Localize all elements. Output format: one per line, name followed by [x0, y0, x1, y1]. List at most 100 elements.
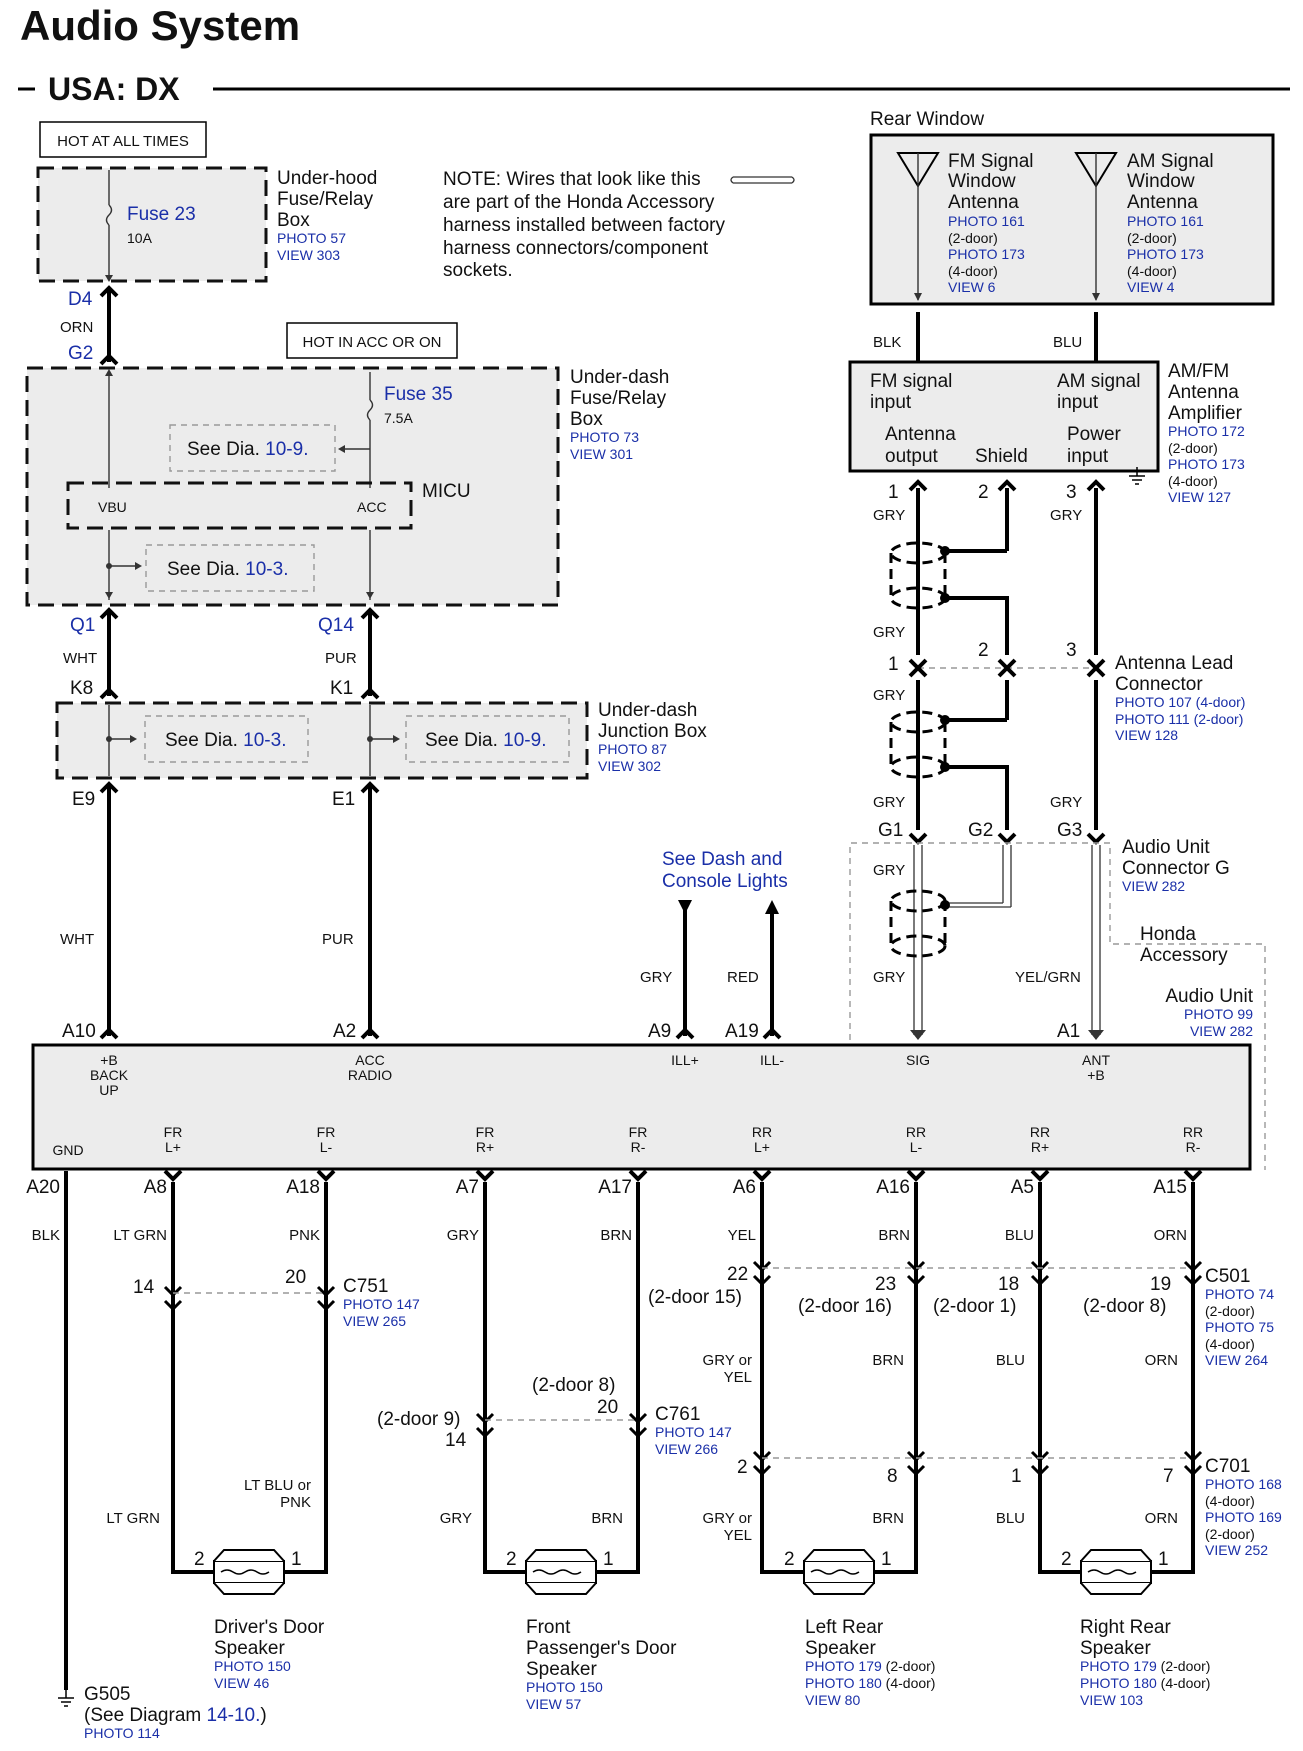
speaker-pin-2-0: 2 — [194, 1549, 205, 1570]
audio-pin-bottom-1: A8 — [144, 1177, 167, 1198]
junction-view: VIEW 302 — [598, 758, 661, 774]
hot-always-label: HOT AT ALL TIMES — [57, 133, 189, 150]
honda-acc-2: Accessory — [1140, 945, 1228, 966]
wire-red-ill: RED — [727, 969, 759, 986]
speaker-pin-2-2: 2 — [784, 1549, 795, 1570]
page-subtitle: USA: DX — [48, 71, 180, 107]
pin-a2: A2 — [333, 1021, 356, 1042]
driver-speaker-l1: Driver's Door — [214, 1617, 325, 1638]
hot-always-box — [39, 121, 207, 158]
connector-tab-3-0-0 — [1030, 1260, 1050, 1287]
wire-wht-1: WHT — [63, 650, 97, 667]
term-ant-1: ANT — [1082, 1052, 1110, 1068]
am-antenna-l1: AM Signal — [1127, 151, 1214, 172]
lead-name-1: Antenna Lead — [1115, 653, 1233, 674]
speaker-pin-2-3: 2 — [1061, 1549, 1072, 1570]
wire-brn-mid: BRN — [872, 1352, 904, 1369]
am-antenna-l2: Window — [1127, 171, 1195, 192]
amp-fm-2: input — [870, 392, 912, 413]
bottom-wire-color-2: PNK — [289, 1227, 320, 1244]
wire-blu-low: BLU — [996, 1510, 1025, 1527]
underdash-view: VIEW 301 — [570, 446, 633, 462]
c701-pin-1: 1 — [1011, 1466, 1022, 1487]
conn-g-name-1: Audio Unit — [1122, 837, 1210, 858]
c751-pin-20: 20 — [285, 1267, 306, 1288]
fm-antenna-l1: FM Signal — [948, 151, 1034, 172]
fuse-23-amp: 10A — [127, 230, 153, 246]
c761-pin-14: 14 — [445, 1430, 467, 1451]
audio-unit-view: VIEW 282 — [1190, 1023, 1253, 1039]
note-line-4: harness connectors/component — [443, 238, 709, 259]
fm-antenna-p2: PHOTO 173 — [948, 246, 1025, 262]
audio-term-4-bottom: L+ — [754, 1139, 770, 1155]
audio-term-3-bottom: R- — [631, 1139, 646, 1155]
note-line-5: sockets. — [443, 260, 513, 281]
dash-lights-link-2[interactable]: Console Lights — [662, 871, 788, 892]
wire-gry-g1: GRY — [873, 794, 905, 811]
pin-a1: A1 — [1057, 1021, 1080, 1042]
hot-acc-box — [286, 322, 458, 359]
amp-power-2: input — [1067, 446, 1109, 467]
c751-view: VIEW 265 — [343, 1313, 406, 1329]
am-antenna-p2: PHOTO 173 — [1127, 246, 1204, 262]
term-sig: SIG — [906, 1052, 930, 1068]
wire-gry-sig: GRY — [873, 969, 905, 986]
c501-note-1: (2-door 1) — [933, 1296, 1016, 1317]
wire-ltblu-or: LT BLU or — [244, 1477, 311, 1494]
see-dia-10-3-lower: See Dia. 10-3. — [165, 730, 286, 751]
term-ant-2: +B — [1087, 1067, 1105, 1083]
fm-antenna-icon — [896, 152, 940, 301]
audio-unit-label: Audio Unit — [1165, 986, 1253, 1007]
c501-photo-2n: (4-door) — [1205, 1336, 1255, 1352]
speaker-wire-0-1 — [284, 1182, 328, 1574]
underdash-label-3: Box — [570, 409, 603, 430]
junction-label-2: Junction Box — [598, 721, 707, 742]
audio-pin-bottom-4: A17 — [598, 1177, 632, 1198]
wire-gry-or-1a: GRY or — [703, 1352, 752, 1369]
c751-pin-14: 14 — [133, 1277, 155, 1298]
am-antenna-view: VIEW 4 — [1127, 279, 1175, 295]
amp-name-1: AM/FM — [1168, 361, 1229, 382]
audio-pin-bottom-6: A16 — [876, 1177, 910, 1198]
speaker-icon-2 — [803, 1549, 875, 1595]
audio-term-5-top: RR — [906, 1124, 926, 1140]
connector-tab-0-1-0 — [316, 1285, 336, 1312]
audio-pin-bottom-tab-5 — [752, 1169, 772, 1182]
c701-pin-2: 2 — [737, 1457, 748, 1478]
c701-name: C701 — [1205, 1456, 1250, 1477]
wire-brn-low-rr: BRN — [872, 1510, 904, 1527]
lead-pin-3: 3 — [1066, 640, 1077, 661]
dash-lights-link-1[interactable]: See Dash and — [662, 849, 782, 870]
c701-photo-2n: (2-door) — [1205, 1526, 1255, 1542]
c501-photo-1n: (2-door) — [1205, 1303, 1255, 1319]
c501-view: VIEW 264 — [1205, 1352, 1268, 1368]
speaker-wire-2-1 — [874, 1182, 918, 1574]
audio-term-6-bottom: R+ — [1031, 1139, 1049, 1155]
speaker-pin-1-2: 1 — [881, 1549, 892, 1570]
underhood-label-2: Fuse/Relay — [277, 189, 374, 210]
c501-pin-22: 22 — [727, 1264, 748, 1285]
am-antenna-p2n: (4-door) — [1127, 263, 1177, 279]
c501-pin-19: 19 — [1150, 1274, 1171, 1295]
am-antenna-p1n: (2-door) — [1127, 230, 1177, 246]
speaker-pin-2-1: 2 — [506, 1549, 517, 1570]
underdash-fuse-box — [25, 366, 560, 607]
wire-orn-mid: ORN — [1145, 1352, 1178, 1369]
driver-speaker-l2: Speaker — [214, 1638, 285, 1659]
bottom-wire-color-8: ORN — [1154, 1227, 1187, 1244]
driver-speaker-photo: PHOTO 150 — [214, 1658, 291, 1674]
page-title: Audio System — [20, 2, 300, 49]
note-line-3: harness installed between factory — [443, 215, 725, 236]
connector-tab-1-0-0 — [475, 1412, 495, 1439]
underhood-fuse-box — [36, 166, 268, 283]
see-dia-10-3-upper-box — [145, 544, 315, 592]
fm-antenna-p1n: (2-door) — [948, 230, 998, 246]
junction-label-1: Under-dash — [598, 700, 697, 721]
note-line-1: NOTE: Wires that look like this — [443, 169, 701, 190]
ground-photo: PHOTO 114 — [84, 1725, 160, 1741]
lr-speaker-l2: Speaker — [805, 1638, 876, 1659]
pin-q1: Q1 — [70, 615, 95, 636]
wire-gry-ill: GRY — [640, 969, 672, 986]
c701-photo-1n: (4-door) — [1205, 1493, 1255, 1509]
amp-photo-2: PHOTO 173 — [1168, 456, 1245, 472]
